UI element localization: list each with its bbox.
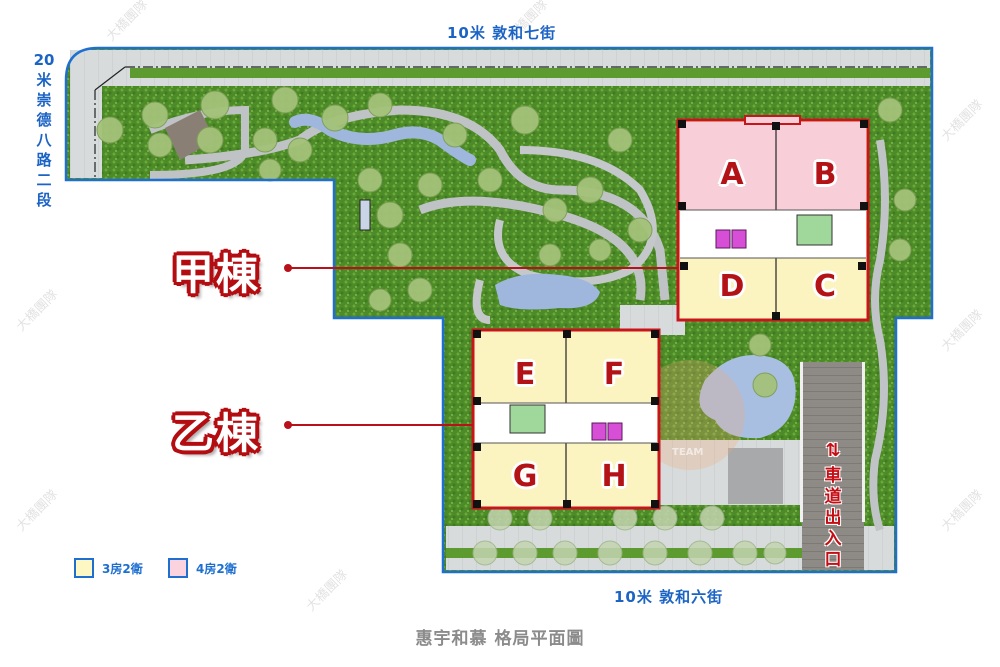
unit-label-h: H [601, 459, 627, 494]
unit-label-b: B [813, 157, 837, 192]
legend-swatch-4bed [168, 558, 188, 578]
street-label-west: 20 米 崇 德 八 路 二 段 [33, 50, 55, 210]
unit-label-c: C [813, 269, 837, 304]
street-label-north: 10米 敦和七街 [447, 24, 557, 42]
unit-label-g: G [512, 459, 538, 494]
driveway-char: 車 [824, 466, 842, 486]
street-char: 八 [36, 131, 52, 149]
driveway-char: 道 [824, 487, 842, 507]
unit-label-e: E [514, 357, 536, 392]
driveway-char: 入 [824, 529, 842, 549]
street-char: 德 [36, 111, 52, 129]
page-title: 惠宇和慕 格局平面圖 [415, 629, 585, 649]
building-label-yi: 乙棟 [172, 409, 261, 458]
street-char: 段 [36, 191, 52, 209]
team-logo-text: TEAM [672, 447, 704, 458]
building-yi-outline [471, 328, 661, 510]
driveway-arrows-icon: ⇅ [825, 440, 841, 461]
driveway-char: 出 [824, 508, 842, 528]
driveway-label: 車 道 出 入 口 [822, 466, 844, 571]
street-char: 路 [36, 151, 52, 169]
unit-label-f: F [603, 357, 625, 392]
unit-label-a: A [720, 157, 744, 192]
building-jia-outline [676, 115, 870, 322]
street-char: 崇 [36, 91, 52, 109]
street-char: 20 [33, 51, 55, 69]
legend-label-3bed: 3房2衛 [102, 562, 143, 576]
building-label-jia: 甲棟 [172, 250, 261, 299]
legend-label-4bed: 4房2衛 [196, 562, 237, 576]
unit-label-d: D [719, 269, 745, 304]
street-char: 米 [36, 71, 52, 89]
street-char: 二 [36, 171, 52, 189]
driveway-char: 口 [824, 550, 842, 570]
street-label-south: 10米 敦和六街 [614, 588, 724, 606]
legend-swatch-3bed [74, 558, 94, 578]
